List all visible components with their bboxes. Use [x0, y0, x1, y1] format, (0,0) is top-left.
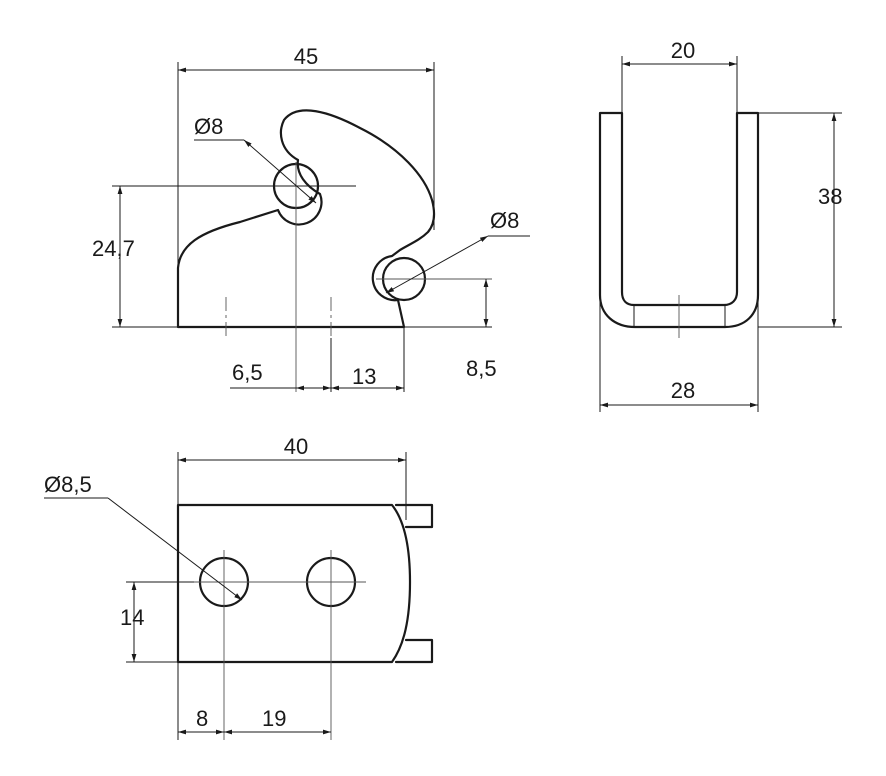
dim-text-phi8-lower: Ø8: [490, 208, 519, 233]
dim-text-phi8-upper: Ø8: [194, 114, 223, 139]
top-view-outline: [176, 503, 412, 664]
top-tab-lower: [394, 638, 434, 664]
dim-text-13: 13: [352, 364, 376, 389]
dim-text-8: 8: [196, 706, 208, 731]
dim-text-8-5: 8,5: [466, 356, 497, 381]
dim-text-24-7: 24,7: [92, 236, 135, 261]
front-view-outline: [176, 109, 436, 329]
top-tab-upper: [394, 503, 434, 529]
front-view: 45 Ø8 24,7 Ø8 8,5 6,5 13: [92, 44, 530, 392]
dim-text-phi8-5: Ø8,5: [44, 472, 92, 497]
side-view-outline: [598, 111, 760, 329]
dim-text-40: 40: [284, 434, 308, 459]
dim-text-19: 19: [262, 706, 286, 731]
dim-text-14: 14: [120, 605, 144, 630]
top-view: 40 Ø8,5 14 8 19: [44, 434, 434, 740]
dim-text-45: 45: [294, 44, 318, 69]
dim-text-6-5: 6,5: [232, 360, 263, 385]
dim-text-28: 28: [671, 378, 695, 403]
dim-text-38: 38: [818, 184, 842, 209]
side-view: 20 38 28: [598, 38, 842, 412]
dim-text-20: 20: [671, 38, 695, 63]
